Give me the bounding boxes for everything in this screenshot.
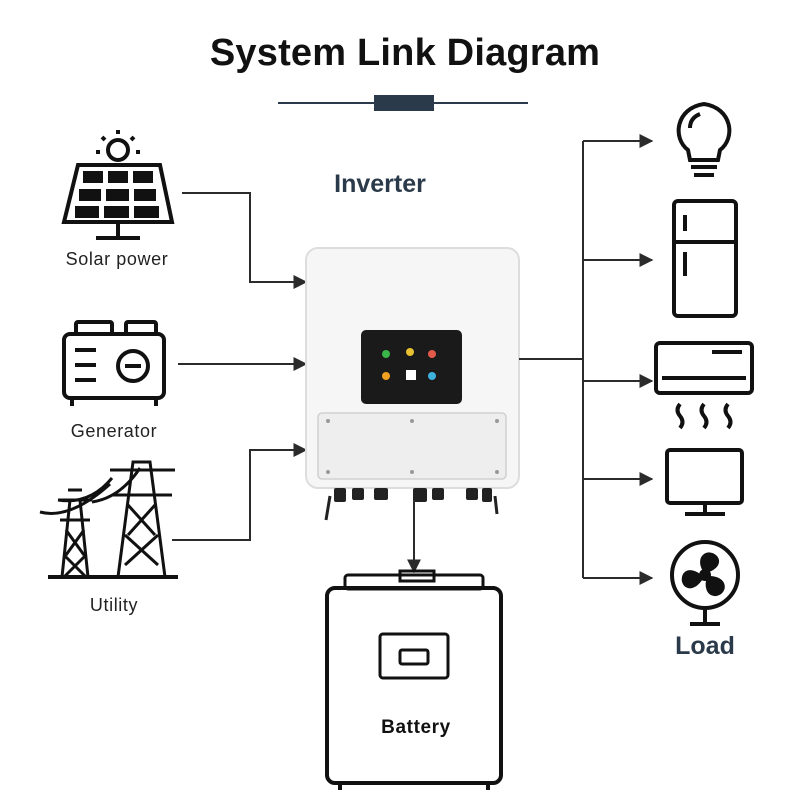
solar-power-label: Solar power	[65, 249, 169, 269]
air-conditioner-icon	[654, 341, 754, 430]
solar-panel-icon	[61, 130, 175, 240]
power-tower-icon	[39, 460, 178, 579]
load-label: Load	[675, 632, 735, 660]
inverter-unit	[305, 247, 520, 521]
fan-icon	[670, 540, 740, 626]
battery-label: Battery	[381, 717, 451, 738]
refrigerator-icon	[672, 199, 738, 318]
load-connectors	[519, 134, 654, 585]
generator-label: Generator	[70, 421, 158, 441]
inverter-screen	[361, 330, 462, 404]
generator-icon	[62, 320, 166, 406]
source-connectors	[172, 192, 308, 541]
battery-icon	[325, 569, 503, 790]
title-divider	[278, 95, 528, 111]
utility-label: Utility	[89, 595, 139, 615]
monitor-icon	[665, 448, 744, 516]
inverter-label: Inverter	[334, 170, 426, 198]
light-bulb-icon	[676, 101, 732, 177]
page-title: System Link Diagram	[209, 32, 601, 74]
